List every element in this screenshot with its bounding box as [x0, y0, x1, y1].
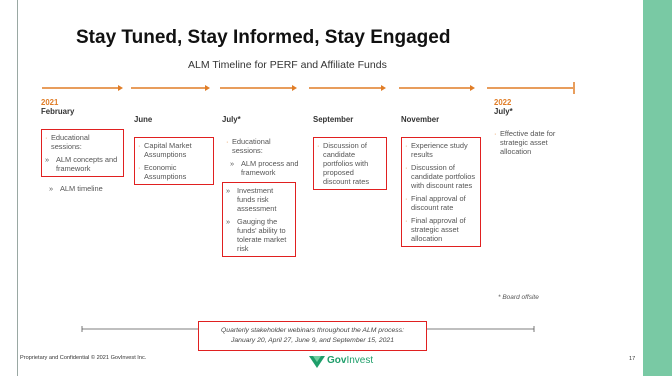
timeline-arrowhead-4 [381, 85, 386, 91]
sub-item: Gauging the funds' ability to tolerate m… [226, 217, 291, 253]
webinar-line-2: January 20, April 27, June 9, and Septem… [231, 337, 394, 344]
month-label: November [401, 115, 440, 124]
logo-text-gov: Gov [327, 355, 347, 366]
logo-chevron-icon [309, 356, 325, 368]
highlight-box: Educational sessions: ALM concepts and f… [41, 129, 124, 177]
highlight-box: Investment funds risk assessment Gauging… [222, 182, 296, 257]
list-item: Discussion of candidate portfolios with … [317, 141, 382, 186]
month-label: September [313, 115, 354, 124]
month-label: July* [222, 115, 241, 124]
year-label: 2021 [41, 98, 59, 107]
left-rule [17, 0, 18, 376]
sub-item: ALM process and framework [230, 159, 300, 177]
side-accent-bar [643, 0, 672, 376]
page-number: 17 [629, 356, 636, 362]
govinvest-logo: GovInvest [309, 354, 379, 370]
timeline-column-july-2021: July* Educational sessions: ALM process … [222, 98, 300, 257]
pre-group: Educational sessions: ALM process and fr… [222, 137, 300, 177]
timeline-column-september: September Discussion of candidate portfo… [313, 98, 389, 190]
timeline-arrowhead-3 [292, 85, 297, 91]
timeline-column-june: June Capital Market Assumptions Economic… [134, 98, 214, 185]
list-item: Final approval of strategic asset alloca… [405, 216, 476, 243]
highlight-box: Capital Market Assumptions Economic Assu… [134, 137, 214, 185]
sub-item: Investment funds risk assessment [226, 186, 291, 213]
timeline-column-february: 2021 February Educational sessions: ALM … [41, 98, 126, 197]
board-offsite-note: * Board offsite [498, 294, 539, 301]
slide-title: Stay Tuned, Stay Informed, Stay Engaged [76, 27, 451, 48]
list-item: Effective date for strategic asset alloc… [494, 129, 576, 156]
month-label: July* [494, 107, 513, 116]
list-item: Discussion of candidate portfolios with … [405, 163, 476, 190]
timeline-arrowhead-5 [470, 85, 475, 91]
slide-subtitle: ALM Timeline for PERF and Affiliate Fund… [188, 59, 387, 71]
logo-wordmark: GovInvest [327, 355, 373, 366]
timeline-column-november: November Experience study results Discus… [401, 98, 481, 247]
plain-group: Effective date for strategic asset alloc… [494, 129, 576, 156]
timeline-arrowhead-1 [118, 85, 123, 91]
list-item: Final approval of discount rate [405, 194, 476, 212]
month-label: February [41, 107, 75, 116]
webinar-line-1: Quarterly stakeholder webinars throughou… [221, 327, 404, 334]
sub-item: ALM timeline [49, 184, 126, 193]
month-label: June [134, 115, 153, 124]
list-item: Economic Assumptions [138, 163, 209, 181]
highlight-box: Discussion of candidate portfolios with … [313, 137, 387, 190]
highlight-box: Experience study results Discussion of c… [401, 137, 481, 247]
logo-text-invest: Invest [346, 355, 374, 366]
footer-copyright: Proprietary and Confidential © 2021 GovI… [20, 355, 147, 361]
list-item: Educational sessions: [226, 137, 300, 155]
webinar-callout: Quarterly stakeholder webinars throughou… [198, 321, 427, 351]
list-item: Educational sessions: [45, 133, 119, 151]
list-item: Capital Market Assumptions [138, 141, 209, 159]
timeline-arrowhead-2 [205, 85, 210, 91]
year-label: 2022 [494, 98, 512, 107]
list-item: Experience study results [405, 141, 476, 159]
sub-item: ALM concepts and framework [45, 155, 119, 173]
timeline-column-july-2022: 2022 July* Effective date for strategic … [494, 98, 576, 160]
